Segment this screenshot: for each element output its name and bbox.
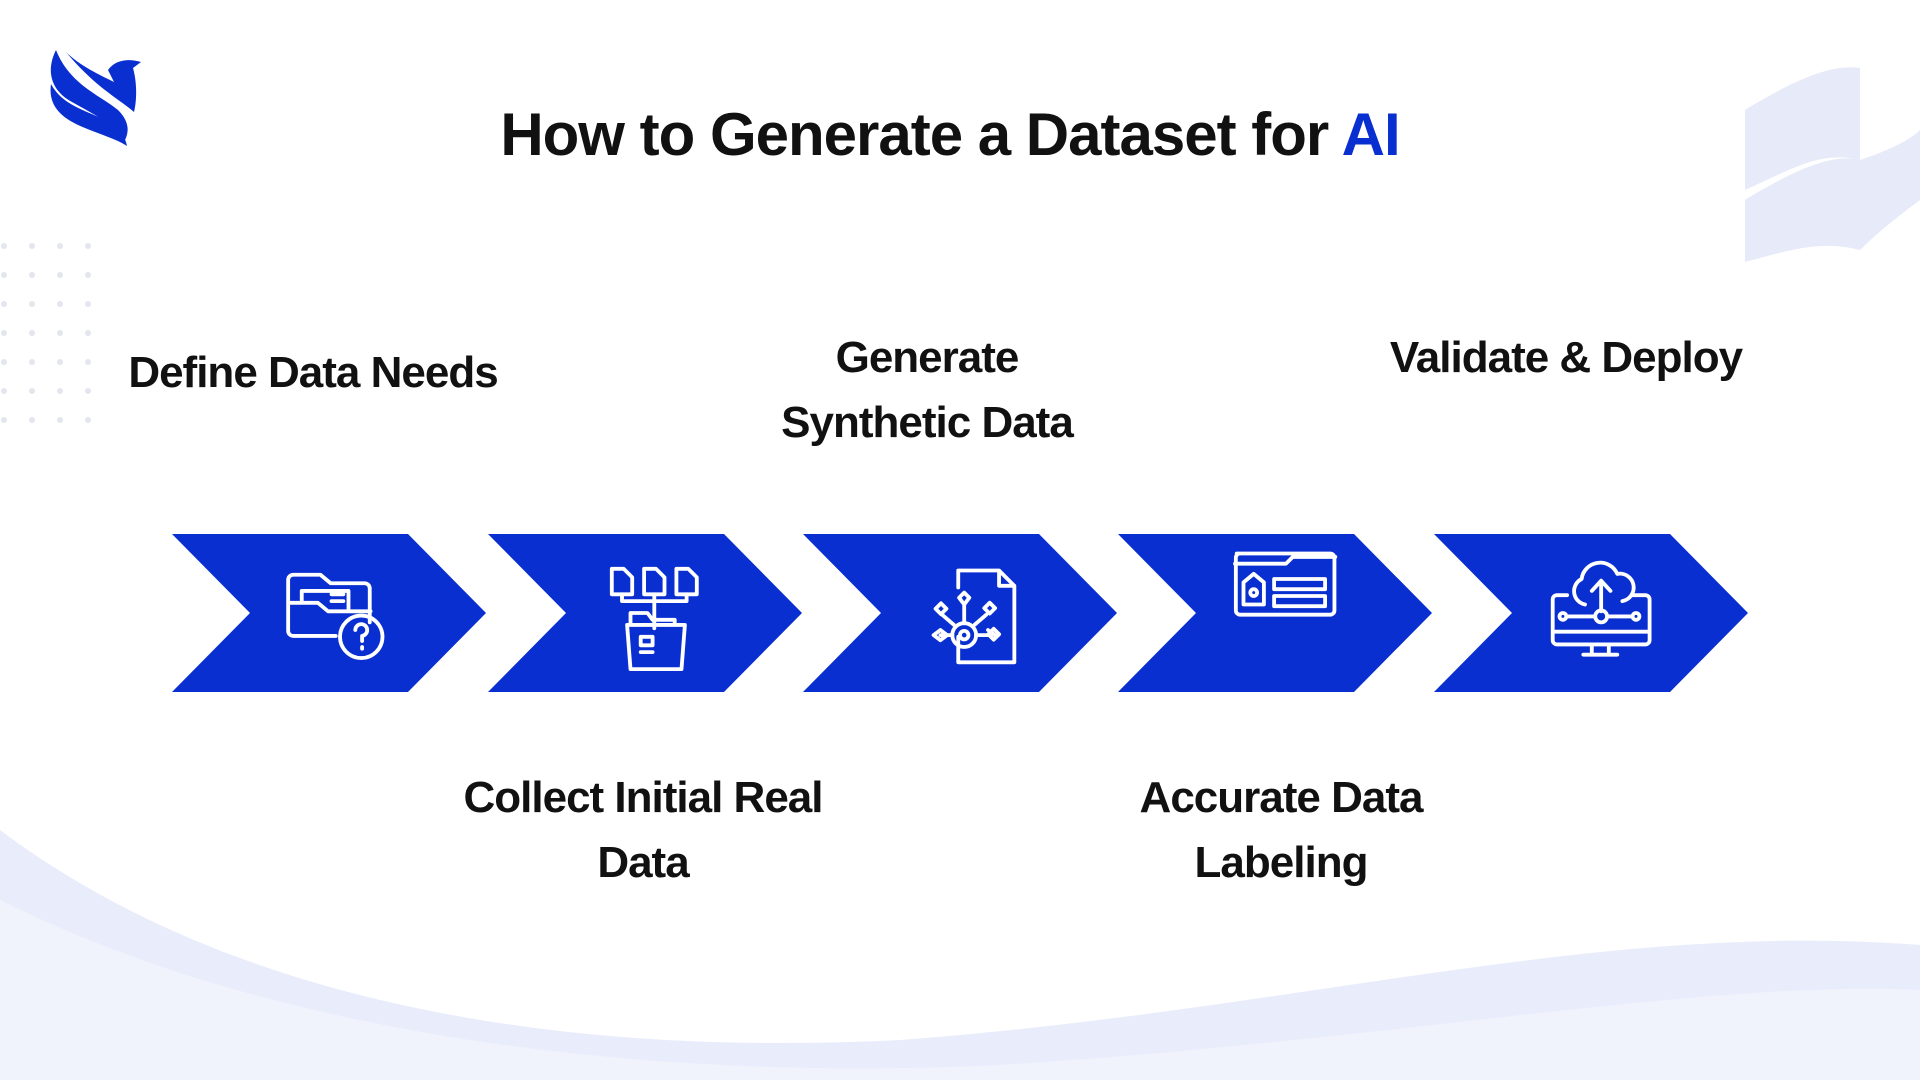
dot (29, 359, 35, 365)
folder-question-icon (286, 572, 385, 660)
dot (1, 330, 7, 336)
dot (29, 388, 35, 394)
title-text: How to Generate a Dataset for (500, 101, 1329, 168)
dot (85, 388, 91, 394)
dot-grid-decoration (1, 243, 91, 423)
dot (1, 243, 7, 249)
step-chevron (1434, 534, 1748, 692)
cloud-upload-monitor-icon (1550, 560, 1652, 657)
title-highlight: AI (1341, 101, 1401, 168)
dot (57, 243, 63, 249)
corner-wave-decoration (1745, 67, 1920, 262)
dot (57, 272, 63, 278)
page-title: How to Generate a Dataset for AI (0, 100, 1900, 169)
dot (57, 359, 63, 365)
dot (29, 243, 35, 249)
dot (29, 272, 35, 278)
dot (85, 272, 91, 278)
files-to-folder-icon (609, 566, 699, 672)
dot (85, 243, 91, 249)
dot (1, 359, 7, 365)
bottom-wave (0, 830, 1920, 1080)
dot (29, 417, 35, 423)
dot (57, 388, 63, 394)
dot (85, 301, 91, 307)
dot (57, 301, 63, 307)
dot (1, 272, 7, 278)
dot (57, 330, 63, 336)
dot (85, 417, 91, 423)
dot (1, 417, 7, 423)
dot (85, 330, 91, 336)
step-chevron (803, 534, 1117, 692)
bottom-wave-inner (0, 900, 1920, 1080)
dot (29, 301, 35, 307)
dot (29, 330, 35, 336)
dot (57, 417, 63, 423)
dot (85, 359, 91, 365)
logo (50, 50, 141, 146)
labeled-folder-icon (1233, 551, 1338, 617)
document-gear-network-icon (931, 568, 1017, 665)
step-label-collect: Collect Initial Real Data (463, 773, 824, 887)
dot (1, 388, 7, 394)
process-chevrons (172, 534, 1748, 692)
step-label-define: Define Data Needs (128, 348, 498, 397)
dot (1, 301, 7, 307)
step-label-validate: Validate & Deploy (1389, 333, 1743, 382)
step-label-labeling: Accurate Data Labeling (1139, 773, 1424, 887)
step-label-generate: Generate Synthetic Data (781, 333, 1074, 447)
